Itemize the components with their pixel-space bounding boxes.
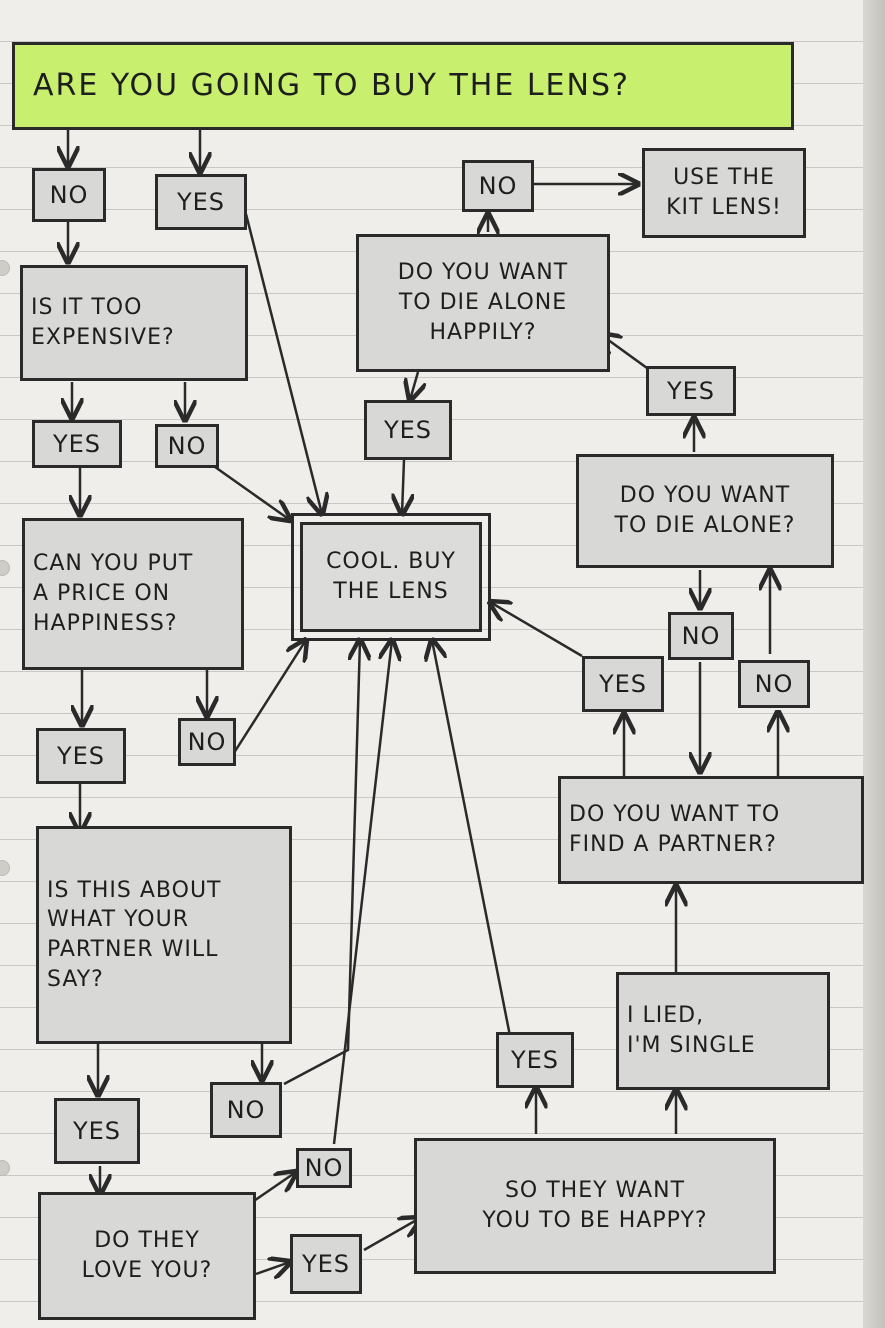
answer-no: NO: [155, 424, 219, 468]
outcome-buy-the-lens: COOL. BUY THE LENS: [291, 513, 491, 641]
connector: [332, 640, 392, 1145]
question-want-them-happy: SO THEY WANT YOU TO BE HAPPY?: [414, 1138, 776, 1274]
question-die-alone: DO YOU WANT TO DIE ALONE?: [576, 454, 834, 568]
answer-no: NO: [210, 1082, 282, 1138]
connector: [230, 640, 306, 757]
answer-yes: YES: [364, 400, 452, 460]
connector: [247, 1172, 296, 1207]
answer-no: NO: [296, 1148, 352, 1188]
answer-yes: YES: [155, 174, 247, 230]
connector: [410, 371, 418, 400]
answer-no: NO: [178, 718, 236, 766]
question-do-they-love-you: DO THEY LOVE YOU?: [38, 1192, 256, 1320]
answer-yes: YES: [646, 366, 736, 416]
question-partner-will-say: IS THIS ABOUT WHAT YOUR PARTNER WILL SAY…: [36, 826, 292, 1044]
answer-no: NO: [668, 612, 734, 660]
connector: [490, 602, 583, 658]
answer-no: NO: [462, 160, 534, 212]
question-too-expensive: IS IT TOO EXPENSIVE?: [20, 265, 248, 381]
answer-yes: YES: [582, 656, 664, 712]
answer-no: NO: [738, 660, 810, 708]
answer-no: NO: [32, 168, 106, 222]
connector: [402, 459, 404, 514]
connector: [255, 1262, 290, 1274]
page-edge: [863, 0, 885, 1328]
connector: [283, 640, 360, 1086]
connector: [207, 460, 290, 520]
question-find-partner: DO YOU WANT TO FIND A PARTNER?: [558, 776, 864, 884]
connector: [432, 640, 512, 1037]
question-buy-lens: ARE YOU GOING TO BUY THE LENS?: [12, 42, 794, 130]
answer-yes: YES: [32, 420, 122, 468]
connector: [244, 213, 322, 514]
outcome-use-kit-lens: USE THE KIT LENS!: [642, 148, 806, 238]
question-price-on-happiness: CAN YOU PUT A PRICE ON HAPPINESS?: [22, 518, 244, 670]
answer-lied-single: I LIED, I'M SINGLE: [616, 972, 830, 1090]
answer-yes: YES: [290, 1234, 362, 1294]
answer-yes: YES: [496, 1032, 574, 1088]
question-die-alone-happily: DO YOU WANT TO DIE ALONE HAPPILY?: [356, 234, 610, 372]
answer-yes: YES: [54, 1098, 140, 1164]
answer-yes: YES: [36, 728, 126, 784]
connector: [363, 1218, 420, 1252]
